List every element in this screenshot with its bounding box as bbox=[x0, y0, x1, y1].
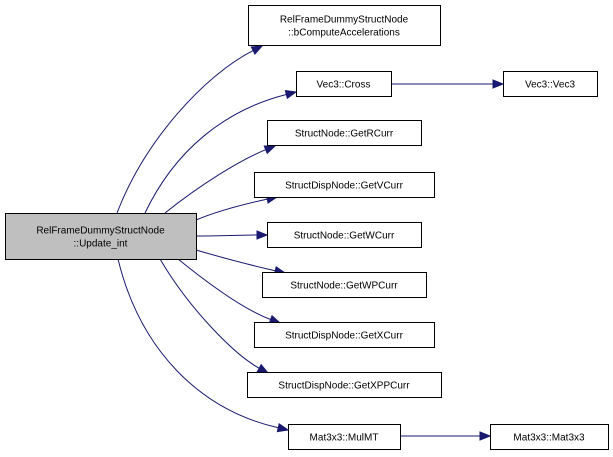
node-box[interactable] bbox=[248, 5, 441, 46]
node-box[interactable] bbox=[247, 372, 442, 398]
edge-line bbox=[144, 93, 287, 214]
node-mulmt[interactable]: Mat3x3::MulMT bbox=[288, 424, 401, 450]
edge-line bbox=[117, 258, 279, 429]
arrowhead-icon bbox=[284, 89, 298, 100]
edge-line bbox=[164, 149, 266, 214]
node-root[interactable]: RelFrameDummyStructNode::Update_int bbox=[5, 213, 197, 260]
node-label: Vec3::Cross bbox=[317, 80, 371, 91]
edge-cross-vec3 bbox=[391, 79, 505, 89]
edge-line bbox=[195, 249, 276, 272]
edge-root-mulmt bbox=[117, 258, 290, 433]
edge-root-getxppcurr bbox=[159, 258, 270, 374]
node-box[interactable] bbox=[288, 424, 401, 450]
node-getwcurr[interactable]: StructNode::GetWCurr bbox=[267, 222, 422, 248]
edge-line bbox=[195, 234, 258, 237]
node-label: StructDispNode::GetVCurr bbox=[285, 181, 403, 192]
arrowhead-icon bbox=[263, 145, 277, 155]
node-label: StructDispNode::GetXPPCurr bbox=[278, 381, 410, 392]
edge-root-getwpcurr bbox=[195, 249, 287, 276]
edge-root-getvcurr bbox=[195, 194, 279, 221]
node-getwpcurr[interactable]: StructNode::GetWPCurr bbox=[262, 272, 427, 298]
node-box[interactable] bbox=[254, 172, 435, 198]
node-getvcurr[interactable]: StructDispNode::GetVCurr bbox=[254, 172, 435, 198]
arrowhead-icon bbox=[276, 423, 290, 433]
edge-line bbox=[177, 258, 271, 320]
node-mat3x3[interactable]: Mat3x3::Mat3x3 bbox=[490, 424, 609, 450]
node-label: StructNode::GetRCurr bbox=[295, 129, 394, 140]
edge-root-getrcurr bbox=[164, 145, 277, 214]
arrowhead-icon bbox=[479, 431, 492, 441]
node-vec3[interactable]: Vec3::Vec3 bbox=[503, 71, 598, 97]
node-label: ::Update_int bbox=[74, 239, 128, 250]
node-cross[interactable]: Vec3::Cross bbox=[296, 71, 392, 97]
edge-root-cross bbox=[144, 89, 298, 214]
arrowhead-icon bbox=[492, 79, 505, 89]
node-label: RelFrameDummyStructNode bbox=[36, 226, 165, 237]
node-box[interactable] bbox=[254, 322, 435, 348]
node-label: Mat3x3::MulMT bbox=[310, 433, 379, 444]
node-label: Mat3x3::Mat3x3 bbox=[513, 433, 585, 444]
node-label: Vec3::Vec3 bbox=[525, 80, 575, 91]
node-box[interactable] bbox=[267, 120, 422, 146]
edge-mulmt-mat3x3 bbox=[400, 431, 492, 441]
node-getrcurr[interactable]: StructNode::GetRCurr bbox=[267, 120, 422, 146]
node-label: StructNode::GetWCurr bbox=[294, 231, 395, 242]
node-box[interactable] bbox=[5, 213, 197, 260]
node-bcompute[interactable]: RelFrameDummyStructNode::bComputeAcceler… bbox=[248, 5, 441, 46]
arrowhead-icon bbox=[250, 45, 264, 55]
node-label: StructDispNode::GetXCurr bbox=[285, 331, 403, 342]
edge-line bbox=[116, 50, 254, 214]
arrowhead-icon bbox=[256, 363, 270, 374]
node-box[interactable] bbox=[490, 424, 609, 450]
node-box[interactable] bbox=[503, 71, 598, 97]
node-label: RelFrameDummyStructNode bbox=[280, 15, 409, 26]
edge-line bbox=[195, 198, 268, 221]
node-box[interactable] bbox=[296, 71, 392, 97]
node-label: StructNode::GetWPCurr bbox=[290, 281, 398, 292]
arrowhead-icon bbox=[256, 230, 269, 240]
edge-line bbox=[159, 258, 260, 369]
node-getxcurr[interactable]: StructDispNode::GetXCurr bbox=[254, 322, 435, 348]
node-label: ::bComputeAccelerations bbox=[288, 28, 400, 39]
node-box[interactable] bbox=[262, 272, 427, 298]
edge-root-getwcurr bbox=[195, 230, 269, 240]
edge-root-bcompute bbox=[116, 45, 264, 214]
node-box[interactable] bbox=[267, 222, 422, 248]
node-getxppcurr[interactable]: StructDispNode::GetXPPCurr bbox=[247, 372, 442, 398]
